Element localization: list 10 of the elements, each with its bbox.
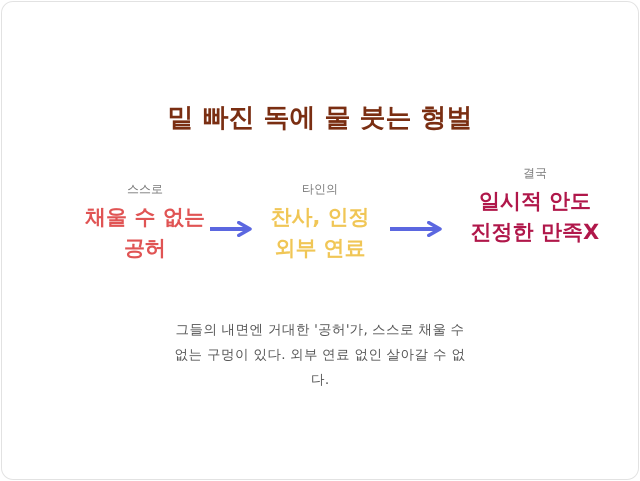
node-text: 찬사, 인정 외부 연료 xyxy=(269,204,371,262)
arrow xyxy=(210,220,252,238)
note-text: 그들의 내면엔 거대한 '공허'가, 스스로 채울 수 없는 구멍이 있다. 외부 연료 없인 살아갈 수 없다. xyxy=(174,321,466,390)
node-heading: 결국 xyxy=(523,165,547,182)
node-text: 채울 수 없는 공허 xyxy=(84,204,206,262)
title: 밑 빠진 독에 물 붓는 형벌 xyxy=(167,103,473,133)
node-text: 일시적 안도 진정한 만족X xyxy=(470,188,600,246)
arrow xyxy=(390,220,442,238)
node-heading: 타인의 xyxy=(302,181,338,198)
node-heading: 스스로 xyxy=(127,181,163,198)
